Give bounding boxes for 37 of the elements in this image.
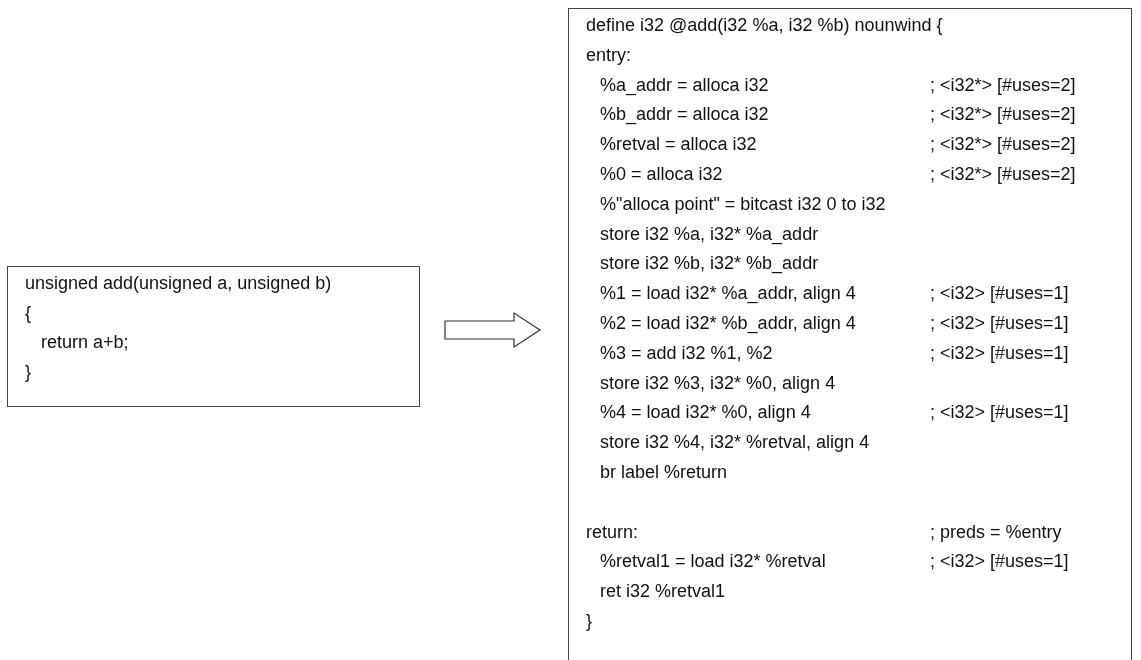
- code-line: ret i32 %retval1: [600, 580, 726, 603]
- code-line: define i32 @add(i32 %a, i32 %b) nounwind {: [586, 14, 943, 36]
- code-line: %1 = load i32* %a_addr, align 4: [600, 282, 856, 305]
- code-line: store i32 %b, i32* %b_addr: [600, 252, 819, 275]
- code-line: %retval1 = load i32* %retval: [600, 550, 826, 573]
- code-comment: ; preds = %entry: [930, 520, 1062, 543]
- code-line: %0 = alloca i32: [600, 163, 723, 185]
- code-comment: ; <i32*> [#uses=2]: [930, 103, 1076, 126]
- code-line: return a+b;: [41, 331, 129, 353]
- code-line: %retval = alloca i32: [600, 133, 757, 156]
- code-line: store i32 %a, i32* %a_addr: [600, 222, 819, 245]
- code-comment: ; <i32> [#uses=1]: [930, 341, 1069, 364]
- code-line: unsigned add(unsigned a, unsigned b): [25, 272, 332, 294]
- code-comment: ; <i32> [#uses=1]: [930, 312, 1069, 334]
- code-line: store i32 %3, i32* %0, align 4: [600, 371, 836, 394]
- code-box: [7, 266, 420, 407]
- code-line: store i32 %4, i32* %retval, align 4: [600, 431, 870, 454]
- code-line: }: [25, 360, 31, 383]
- code-line: br label %return: [600, 461, 728, 483]
- block-arrow: [444, 311, 542, 349]
- code-line: %2 = load i32* %b_addr, align 4: [600, 312, 856, 334]
- code-comment: ; <i32*> [#uses=2]: [930, 133, 1076, 156]
- code-line: }: [586, 610, 592, 632]
- code-line: return:: [586, 520, 639, 543]
- code-comment: ; <i32> [#uses=1]: [930, 401, 1069, 424]
- code-box: [568, 8, 1132, 660]
- code-line: {: [25, 301, 31, 324]
- code-line: %b_addr = alloca i32: [600, 103, 769, 126]
- code-comment: ; <i32> [#uses=1]: [930, 282, 1069, 305]
- code-comment: ; <i32*> [#uses=2]: [930, 73, 1076, 96]
- code-line: %"alloca point" = bitcast i32 0 to i32: [600, 192, 886, 215]
- code-line: %3 = add i32 %1, %2: [600, 341, 773, 364]
- code-comment: ; <i32*> [#uses=2]: [930, 163, 1076, 185]
- code-line: %a_addr = alloca i32: [600, 73, 769, 96]
- code-line: entry:: [586, 43, 632, 66]
- code-line: %4 = load i32* %0, align 4: [600, 401, 811, 424]
- code-comment: ; <i32> [#uses=1]: [930, 550, 1069, 573]
